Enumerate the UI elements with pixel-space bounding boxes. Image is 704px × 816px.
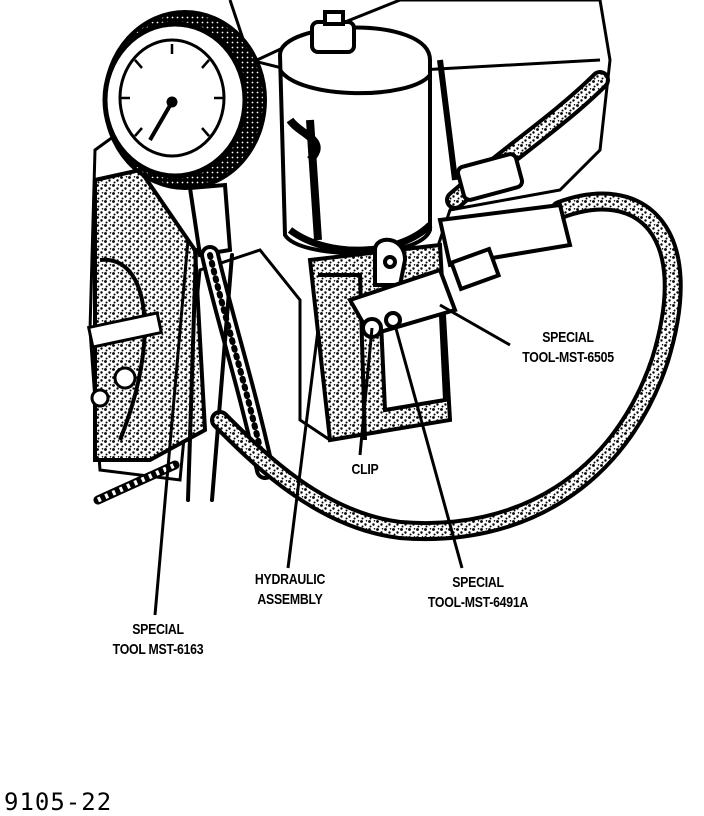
left-flange	[86, 167, 208, 505]
leader-hydraulic	[286, 329, 320, 569]
leader-tool-6163	[153, 239, 190, 616]
label-hydraulic-assembly: HYDRAULIC ASSEMBLY	[254, 571, 326, 608]
hose-fittings	[347, 152, 573, 339]
leader-tool-6505	[439, 303, 511, 347]
figure-number: 9105-22	[4, 788, 113, 816]
pressure-gauge	[102, 10, 267, 258]
label-tool-6491a: SPECIAL TOOL-MST-6491A	[427, 574, 529, 611]
label-tool-6505: SPECIAL TOOL-MST-6505	[522, 329, 614, 366]
label-clip: CLIP	[351, 461, 379, 478]
leader-lines	[153, 239, 511, 616]
gauge-hose	[186, 245, 275, 502]
leader-tool-6491a	[393, 324, 464, 569]
hydraulic-assembly-block	[307, 237, 453, 443]
fluid-reservoir	[277, 10, 433, 256]
label-tool-6163: SPECIAL TOOL MST-6163	[112, 621, 204, 658]
leader-clip	[358, 327, 374, 456]
